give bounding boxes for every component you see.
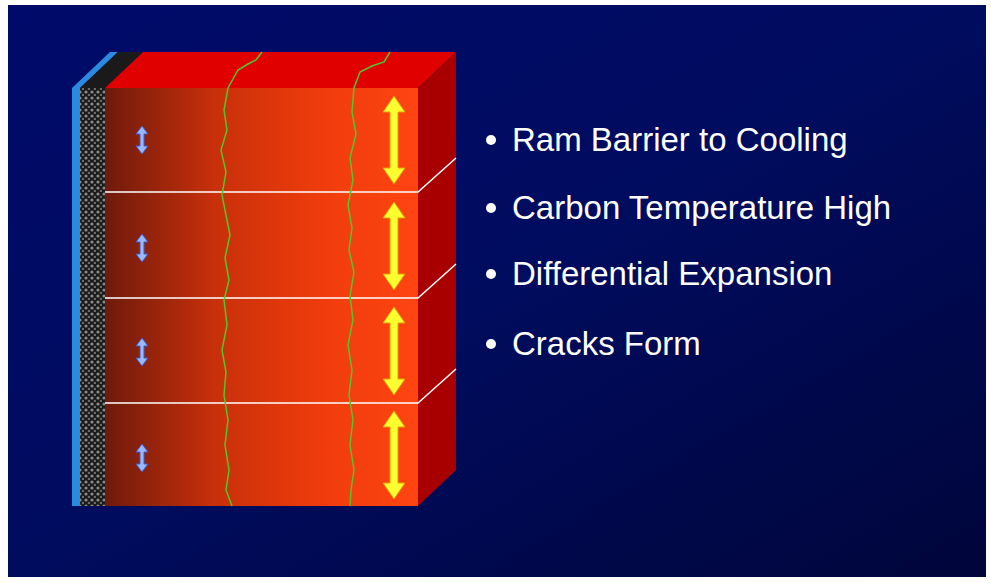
bullet-dot xyxy=(486,135,496,145)
crack-lines xyxy=(221,52,390,506)
carbon-front-face xyxy=(105,88,418,506)
large-expansion-arrows xyxy=(383,96,405,499)
bullet-dot xyxy=(486,203,496,213)
bullet-dot xyxy=(486,339,496,349)
ram-layer xyxy=(80,88,105,506)
bullet-item: Ram Barrier to Cooling xyxy=(486,118,848,162)
bullet-text: Ram Barrier to Cooling xyxy=(512,118,848,162)
small-expansion-arrows xyxy=(136,126,148,472)
bullet-item: Carbon Temperature High xyxy=(486,186,891,230)
carbon-top-face xyxy=(105,52,456,88)
bullet-dot xyxy=(486,269,496,279)
slide-background xyxy=(8,5,986,577)
carbon-side-face xyxy=(418,52,456,506)
bullet-text: Carbon Temperature High xyxy=(512,186,891,230)
bullet-item: Differential Expansion xyxy=(486,252,832,296)
bullet-item: Cracks Form xyxy=(486,322,701,366)
blue-edge xyxy=(72,88,80,506)
bullet-text: Differential Expansion xyxy=(512,252,832,296)
bullet-text: Cracks Form xyxy=(512,322,701,366)
block-joints xyxy=(105,158,456,403)
